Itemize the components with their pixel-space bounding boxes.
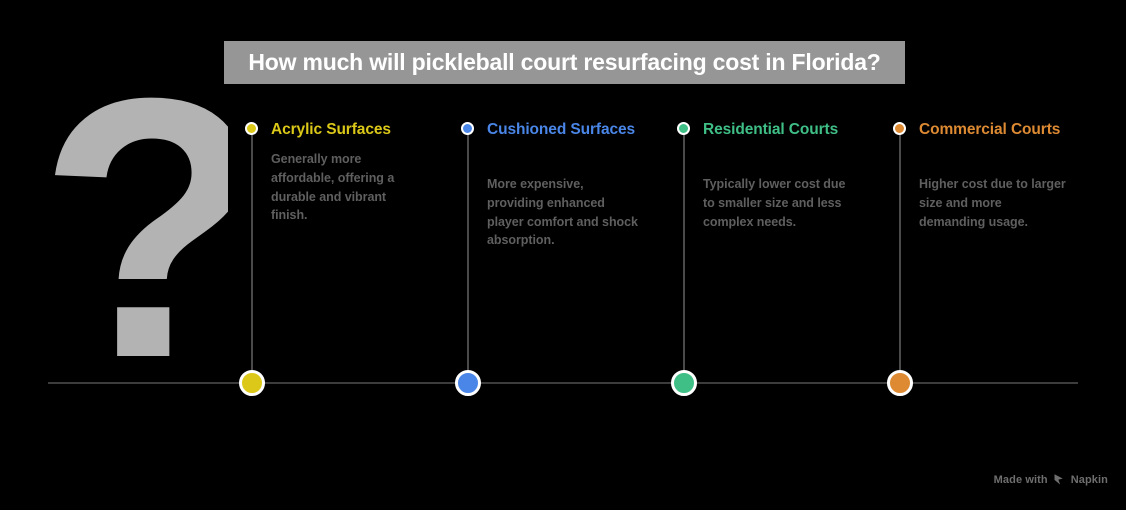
timeline-marker-4[interactable] xyxy=(887,370,913,396)
watermark-prefix: Made with xyxy=(993,473,1048,486)
milestone-1-stem xyxy=(251,128,253,382)
milestone-2-heading: Cushioned Surfaces xyxy=(487,121,636,138)
timeline-axis xyxy=(48,382,1078,384)
milestone-3-stem xyxy=(683,128,685,382)
timeline-marker-2[interactable] xyxy=(455,370,481,396)
milestone-4-heading: Commercial Courts xyxy=(919,121,1061,138)
page-title: How much will pickleball court resurfaci… xyxy=(248,49,881,75)
milestone-3-heading: Residential Courts xyxy=(703,121,839,138)
watermark-brand: Napkin xyxy=(1070,473,1108,486)
milestone-1-heading: Acrylic Surfaces xyxy=(271,121,391,138)
milestone-3-bullet-icon xyxy=(677,122,690,135)
milestone-1-bullet-icon xyxy=(245,122,258,135)
milestone-4-bullet-icon xyxy=(893,122,906,135)
milestone-3-body: Typically lower cost due to smaller size… xyxy=(703,177,846,229)
milestone-1-body: Generally more affordable, offering a du… xyxy=(271,152,395,223)
milestone-2-body: More expensive, providing enhanced playe… xyxy=(487,177,638,248)
napkin-logo-icon xyxy=(1053,473,1066,486)
question-mark-icon: ? xyxy=(38,74,228,384)
milestone-2-bullet-icon xyxy=(461,122,474,135)
title-banner: How much will pickleball court resurfaci… xyxy=(224,41,905,84)
milestone-4-body: Higher cost due to larger size and more … xyxy=(919,177,1066,229)
timeline-marker-3[interactable] xyxy=(671,370,697,396)
watermark: Made with Napkin xyxy=(994,473,1108,486)
milestone-2-stem xyxy=(467,128,469,382)
timeline-marker-1[interactable] xyxy=(239,370,265,396)
milestone-4-stem xyxy=(899,128,901,382)
